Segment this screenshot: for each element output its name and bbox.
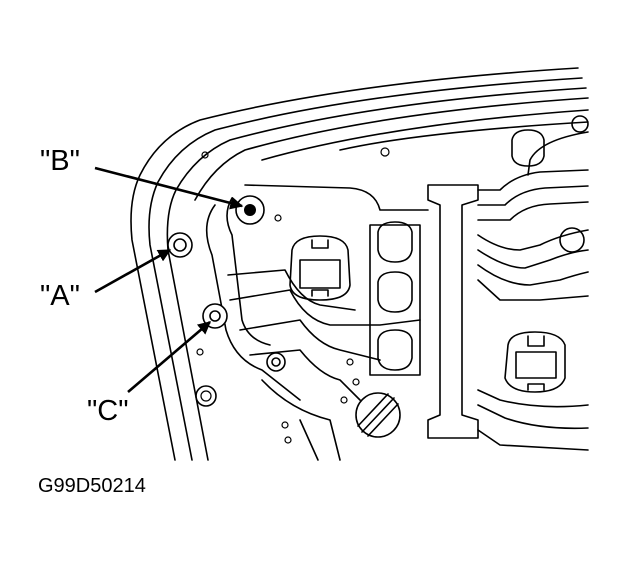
bolt-holes [195, 147, 390, 444]
callout-label-c: "C" [87, 395, 129, 427]
callout-label-a: "A" [40, 280, 80, 312]
point-a-port [167, 232, 193, 258]
right-passages [477, 115, 589, 451]
leader-line-b [94, 166, 244, 210]
valve-pockets [289, 129, 566, 438]
separator-plate [427, 184, 479, 439]
leader-line-a [94, 248, 172, 294]
figure-id: G99D50214 [38, 475, 146, 497]
point-b-port [235, 195, 265, 225]
valve-body-housing [130, 67, 589, 461]
leader-line-c [127, 321, 211, 393]
callout-label-b: "B" [40, 145, 80, 177]
